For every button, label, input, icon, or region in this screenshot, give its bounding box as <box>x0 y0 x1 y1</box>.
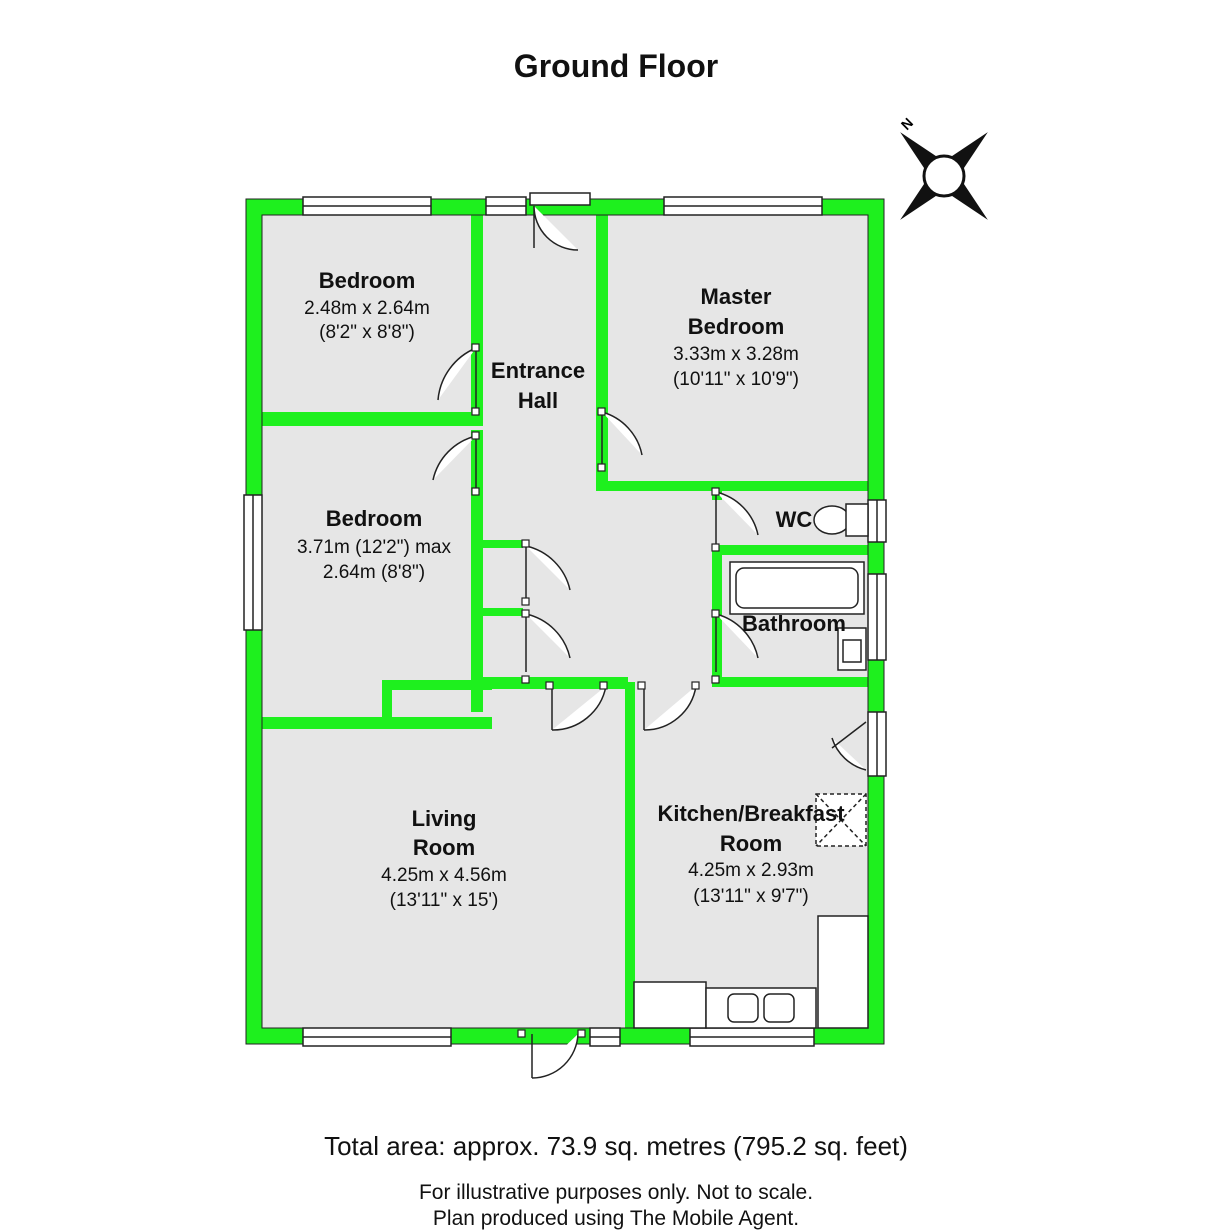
disclaimer-line-1: For illustrative purposes only. Not to s… <box>418 1181 814 1204</box>
kitchen-counter <box>633 915 869 1029</box>
window-kitchen-bottom <box>689 1027 815 1047</box>
door-kitchen <box>643 685 697 731</box>
door-jambs <box>471 343 720 1038</box>
room-name-living-room: Room <box>413 835 475 860</box>
room-dims-bedroom-2-width: 2.64m (8'8") <box>323 562 425 583</box>
room-dims-bedroom-2: 3.71m (12'2") max <box>297 537 451 558</box>
room-dims-kitchen: 4.25m x 2.93m <box>688 860 814 881</box>
door-wc <box>715 491 759 548</box>
door-bathroom <box>715 613 759 672</box>
room-dims-master-imperial: (10'11" x 10'9") <box>673 369 799 390</box>
window-hall-top <box>485 196 527 216</box>
room-name-bedroom: Bedroom <box>319 268 416 293</box>
door-bedroom1 <box>437 347 477 412</box>
room-name-entrance: Entrance <box>491 358 585 383</box>
door-front <box>529 192 591 251</box>
basin-icon <box>837 627 867 671</box>
room-name-master-bedroom: Bedroom <box>688 314 785 339</box>
window-kitchen-side <box>867 711 887 777</box>
window-bathroom <box>867 573 887 661</box>
sink-icon <box>705 987 817 1029</box>
window-master-top <box>663 196 823 216</box>
door-rear <box>531 1033 579 1079</box>
floor-areas <box>262 215 868 1028</box>
hob-icon <box>815 793 867 847</box>
compass-icon: N <box>898 114 988 220</box>
door-cupboard2 <box>525 613 571 672</box>
disclaimer: For illustrative purposes only. Not to s… <box>0 1180 1232 1232</box>
room-name-kitchen-room: Room <box>720 831 782 856</box>
room-name-wc: WC <box>776 507 813 532</box>
fixtures <box>633 503 869 1029</box>
north-label: N <box>898 114 916 132</box>
room-name-bathroom: Bathroom <box>742 611 846 636</box>
room-dims-living-imperial: (13'11" x 15') <box>390 890 499 911</box>
window-bedroom-left <box>243 494 263 631</box>
room-labels: Bedroom 2.48m x 2.64m (8'2" x 8'8") Entr… <box>297 268 846 911</box>
toilet-icon <box>813 503 869 537</box>
room-name-hall: Hall <box>518 388 558 413</box>
windows <box>243 196 887 1047</box>
room-dims-master: 3.33m x 3.28m <box>673 344 799 365</box>
doors <box>432 192 867 1079</box>
page-title: Ground Floor <box>513 48 719 84</box>
window-bedroom-top <box>302 196 432 216</box>
room-dims-bedroom-imperial: (8'2" x 8'8") <box>319 322 415 343</box>
room-name-bedroom-2: Bedroom <box>326 506 423 531</box>
bath-icon <box>729 561 865 615</box>
door-master <box>601 411 643 468</box>
room-dims-bedroom: 2.48m x 2.64m <box>304 298 430 319</box>
room-dims-kitchen-imperial: (13'11" x 9'7") <box>693 886 808 907</box>
room-name-living: Living <box>412 806 477 831</box>
window-wc <box>867 499 887 543</box>
window-hall-bottom <box>589 1027 621 1047</box>
room-dims-living: 4.25m x 4.56m <box>381 865 507 886</box>
door-cupboard1 <box>525 545 571 604</box>
total-area-text: Total area: approx. 73.9 sq. metres (795… <box>324 1131 908 1161</box>
window-living-bottom <box>302 1027 452 1047</box>
door-kitchen-side <box>831 721 867 771</box>
door-bedroom2 <box>432 435 477 494</box>
door-living <box>551 685 607 731</box>
disclaimer-line-2: Plan produced using The Mobile Agent. <box>432 1207 800 1230</box>
room-name-kitchen: Kitchen/Breakfast <box>657 801 845 826</box>
room-name-master: Master <box>701 284 772 309</box>
